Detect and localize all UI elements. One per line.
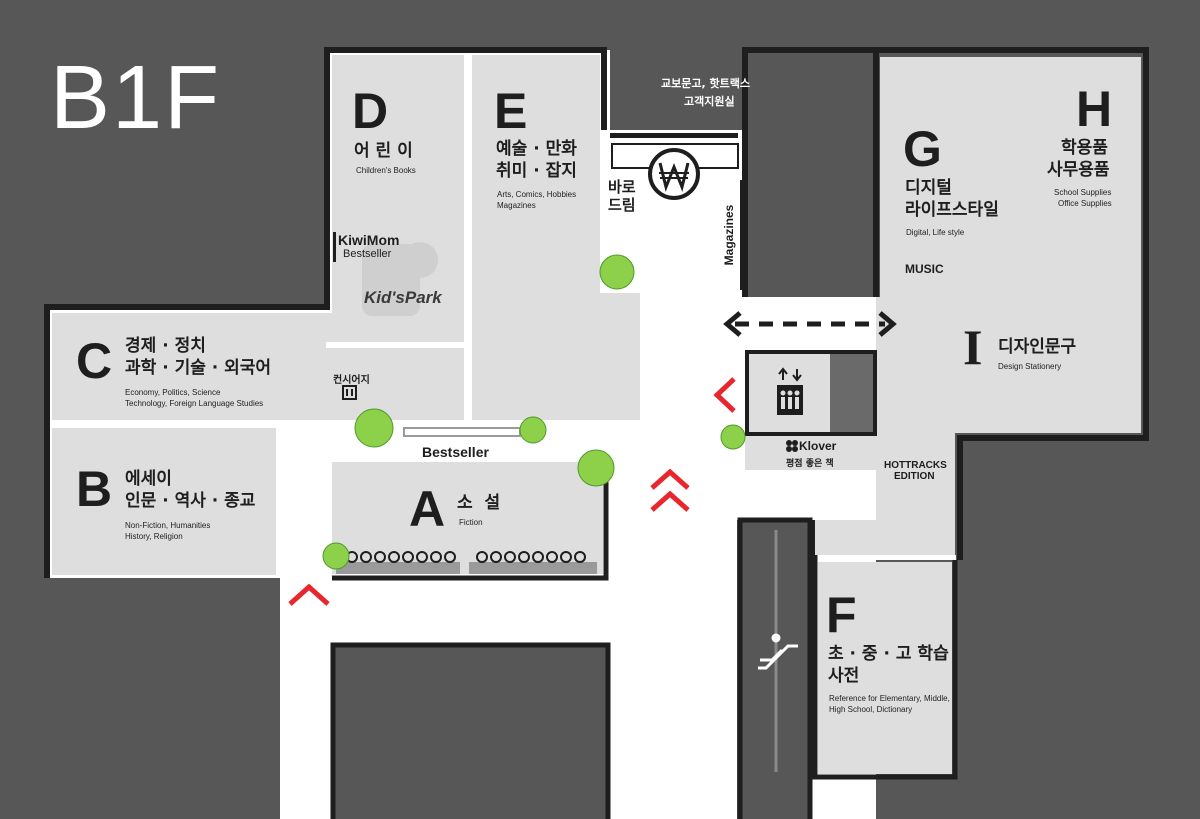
baro-dream-l2: 드림: [608, 196, 636, 214]
zone-b[interactable]: [52, 428, 276, 575]
zone-g-name-l1: 디지털: [905, 178, 952, 198]
hottracks-l1: HOTTRACKS: [884, 460, 947, 471]
zone-e-en-l1: Arts, Comics, Hobbies: [497, 190, 577, 199]
baro-dream-l1: 바로: [608, 178, 636, 196]
office-label-l1: 교보문고, 핫트랙스: [661, 77, 750, 90]
zone-c-name-l2: 과학 · 기술 · 외국어: [125, 358, 272, 378]
zone-ghi[interactable]: [876, 57, 1141, 555]
zone-b-name-l2: 인문 · 역사 · 종교: [125, 491, 256, 511]
direction-arrow-icon: [288, 377, 736, 606]
zone-f-en-l2: High School, Dictionary: [829, 705, 913, 714]
zone-c-en-l1: Economy, Politics, Science: [125, 388, 221, 397]
zone-d-name: 어 린 이: [354, 141, 413, 161]
klover-label: Klover: [799, 439, 837, 453]
zone-f-en-l1: Reference for Elementary, Middle,: [829, 694, 950, 703]
zone-h-en-l2: Office Supplies: [1058, 199, 1112, 208]
klover-sub: 평점 좋은 책: [786, 459, 834, 469]
zone-g-letter: G: [903, 121, 942, 177]
zone-b-en-l2: History, Religion: [125, 532, 183, 541]
zone-h-name-l1: 학용품: [1061, 138, 1108, 158]
zone-h-letter: H: [1076, 81, 1113, 137]
zone-c[interactable]: [52, 313, 464, 420]
kiwimom-sub: Bestseller: [343, 248, 392, 260]
zone-d-en: Children's Books: [356, 166, 416, 175]
zone-e-name-l2: 취미 · 잡지: [496, 161, 577, 181]
kidspark-emblem: [333, 232, 438, 316]
zone-b-letter: B: [76, 461, 113, 517]
concierge-icon: [342, 385, 357, 400]
zone-a-name: 소 설: [457, 493, 501, 513]
zone-f-name-l1: 초 · 중 · 고 학습: [828, 644, 949, 664]
zone-i-name: 디자인문구: [998, 337, 1077, 357]
zone-d-letter: D: [352, 83, 389, 139]
double-arrow-icon: [723, 311, 897, 337]
zone-c-name-l1: 경제 · 정치: [125, 336, 206, 356]
zone-f-letter: F: [826, 587, 857, 643]
escalator-icon: [758, 633, 798, 670]
kiwimom-label: KiwiMom: [338, 232, 400, 248]
bestseller-shelf: [403, 427, 521, 437]
zone-i-en: Design Stationery: [998, 362, 1062, 371]
won-icon: [648, 148, 700, 200]
zone-c-letter: C: [76, 333, 113, 389]
zone-h-name-l2: 사무용품: [1047, 160, 1110, 180]
zone-e-name-l1: 예술 · 만화: [496, 139, 577, 159]
bestseller-label: Bestseller: [422, 444, 489, 460]
hottracks-l2: EDITION: [894, 471, 935, 482]
zone-c-en-l2: Technology, Foreign Language Studies: [125, 399, 264, 408]
zone-i-letter: I: [963, 319, 983, 375]
zone-f[interactable]: [818, 562, 952, 774]
zone-b-name-l1: 에세이: [125, 469, 172, 489]
office-label-l2: 고객지원실: [684, 95, 735, 108]
zone-f-name-l2: 사전: [828, 666, 860, 686]
concierge-label: 컨시어지: [333, 375, 370, 386]
zone-a[interactable]: [332, 462, 603, 574]
floor-title: B1F: [50, 48, 222, 148]
plant-icon: [322, 254, 746, 570]
kidspark-label: Kid'sPark: [364, 288, 442, 307]
zone-e-letter: E: [494, 83, 528, 139]
klover-icon: [786, 440, 798, 452]
zone-e-en-l2: Magazines: [497, 201, 536, 210]
elevator-icon: [777, 367, 803, 415]
fiction-displays: [336, 551, 597, 574]
zone-g-en: Digital, Life style: [906, 228, 965, 237]
zone-b-en-l1: Non-Fiction, Humanities: [125, 521, 211, 530]
magazines-label: Magazines: [722, 204, 736, 266]
zone-g-name-l2: 라이프스타일: [905, 200, 999, 220]
music-label: MUSIC: [905, 262, 944, 276]
zone-e[interactable]: [472, 55, 600, 420]
zone-a-en: Fiction: [459, 518, 483, 527]
zone-h-en-l1: School Supplies: [1054, 188, 1112, 197]
zone-a-letter: A: [409, 481, 446, 537]
